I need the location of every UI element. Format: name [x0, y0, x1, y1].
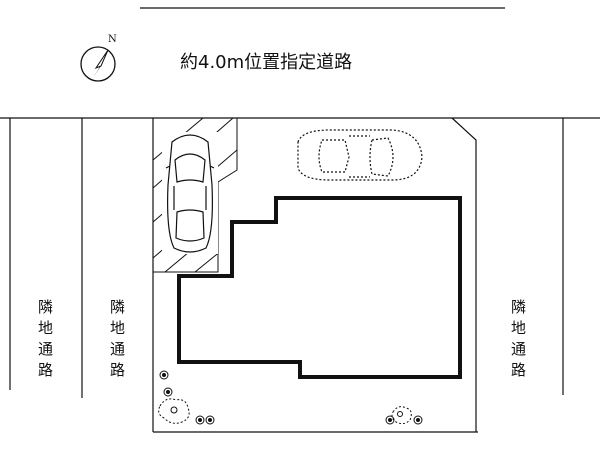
svg-text:地: 地 — [110, 319, 125, 337]
shrub-cluster-right — [385, 406, 423, 425]
side-road-label-left-outer: 隣 地 通 路 — [38, 298, 53, 379]
car-horizontal-dotted-icon — [297, 129, 423, 181]
house-footprint — [177, 196, 462, 379]
road-label: 約4.0m位置指定道路 — [180, 52, 352, 73]
svg-text:地: 地 — [511, 319, 526, 337]
svg-text:隣: 隣 — [110, 298, 125, 316]
svg-text:通: 通 — [511, 340, 526, 358]
svg-text:隣: 隣 — [38, 298, 53, 316]
svg-text:路: 路 — [511, 361, 526, 379]
car-vertical-icon — [165, 134, 215, 253]
svg-text:通: 通 — [38, 340, 53, 358]
lot-right-boundary — [451, 117, 477, 432]
side-road-label-right: 隣 地 通 路 — [511, 298, 526, 379]
north-label: N — [108, 34, 117, 45]
svg-text:隣: 隣 — [511, 298, 526, 316]
svg-text:通: 通 — [110, 340, 125, 358]
side-road-label-left-inner: 隣 地 通 路 — [110, 298, 125, 379]
svg-text:路: 路 — [110, 361, 125, 379]
svg-text:路: 路 — [38, 361, 53, 379]
north-compass-icon: N — [80, 34, 117, 82]
svg-text:地: 地 — [38, 319, 53, 337]
shrub-cluster-left — [158, 370, 215, 425]
